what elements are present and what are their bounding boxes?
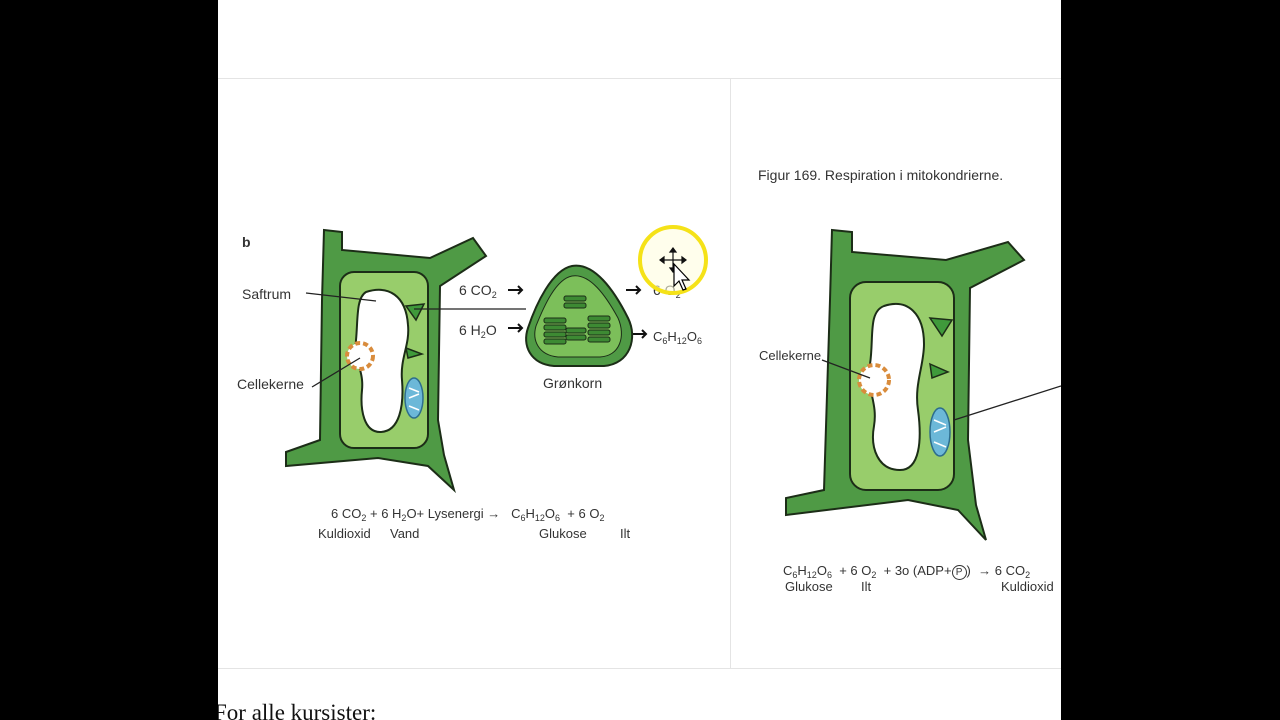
- move-cursor-icon: [659, 247, 687, 273]
- column-divider: [730, 79, 731, 668]
- eq-under-kuldioxid-right: Kuldioxid: [1001, 579, 1054, 594]
- figure-caption: Figur 169. Respiration i mitokondrierne.: [758, 167, 1004, 183]
- cellekerne-label-right: Cellekerne: [759, 348, 822, 363]
- nucleus: [857, 363, 891, 397]
- top-divider: [218, 78, 1061, 79]
- photosynthesis-equation: 6 CO2 + 6 H2O+ Lysenergi → C6H12O6 + 6 O…: [331, 506, 605, 523]
- cellekerne-label: Cellekerne: [237, 376, 304, 392]
- arrow-cursor-icon: [673, 262, 691, 291]
- plant-cell-right: [785, 228, 1061, 541]
- chloroplast: [404, 346, 425, 359]
- eq-under-glukose-right: Glukose: [785, 579, 833, 594]
- panel-letter: b: [242, 234, 251, 250]
- eq-under-glukose: Glukose: [539, 526, 587, 541]
- eq-under-vand: Vand: [390, 526, 420, 541]
- input-co2: 6 CO2: [459, 282, 497, 300]
- respiration-equation: C6H12O6 + 6 O2 + 3o (ADP+P) → 6 CO2: [783, 563, 1031, 580]
- chloroplast: [929, 362, 950, 380]
- eq-under-ilt-right: Ilt: [861, 579, 872, 594]
- document-page: b Saftrum Cellekerne: [218, 0, 1061, 720]
- saftrum-label: Saftrum: [242, 286, 292, 302]
- bottom-divider: [218, 668, 1061, 669]
- cursor-highlight: [638, 225, 708, 295]
- chloroplast: [928, 317, 954, 338]
- chloroplast: [404, 303, 426, 322]
- input-h2o: 6 H2O: [459, 322, 497, 340]
- output-glucose: C6H12O6: [653, 329, 702, 346]
- eq-under-ilt: Ilt: [620, 526, 631, 541]
- gronkorn-label: Grønkorn: [543, 375, 603, 391]
- vacuole: [354, 288, 410, 434]
- eq-under-kuldioxid: Kuldioxid: [318, 526, 371, 541]
- footer-heading: For alle kursister:: [218, 700, 377, 720]
- plant-cell-left: [285, 228, 648, 494]
